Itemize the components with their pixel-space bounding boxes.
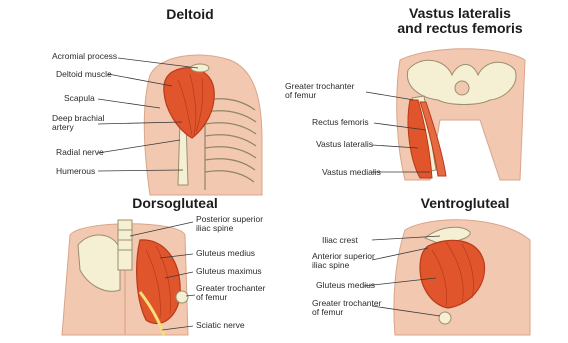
label-greater-trochanter-femur-1: Greater trochanter of femur <box>285 82 354 100</box>
label-scapula: Scapula <box>64 94 95 103</box>
label-vastus-lateralis: Vastus lateralis <box>316 140 373 149</box>
label-gluteus-medius-1: Gluteus medius <box>196 249 255 258</box>
deltoid-title: Deltoid <box>140 6 240 22</box>
label-deltoid-muscle: Deltoid muscle <box>56 70 112 79</box>
acromial-process <box>191 64 209 72</box>
deltoid-figure <box>98 55 262 195</box>
dorsogluteal-figure <box>62 220 195 335</box>
label-gluteus-medius-2: Gluteus medius <box>316 281 375 290</box>
label-vastus-medialis: Vastus medialis <box>322 168 381 177</box>
label-radial-nerve: Radial nerve <box>56 148 104 157</box>
label-humerous: Humerous <box>56 167 95 176</box>
label-iliac-crest: Iliac crest <box>322 236 358 245</box>
label-anterior-superior-iliac-spine: Anterior superior iliac spine <box>312 252 375 270</box>
label-greater-trochanter-femur-2: Greater trochanter of femur <box>196 284 265 302</box>
label-deep-brachial-artery: Deep brachial artery <box>52 114 104 132</box>
label-greater-trochanter-femur-3: Greater trochanter of femur <box>312 299 381 317</box>
vastus-figure <box>366 49 525 180</box>
label-posterior-superior-iliac-spine: Posterior superior iliac spine <box>196 215 263 233</box>
ventrogluteal-figure <box>364 220 530 335</box>
ventrogluteal-title: Ventrogluteal <box>395 195 535 211</box>
vastus-title: Vastus lateralis and rectus femoris <box>360 6 560 36</box>
label-sciatic-nerve: Sciatic nerve <box>196 321 245 330</box>
label-gluteus-maximus: Gluteus maximus <box>196 267 262 276</box>
label-acromial-process: Acromial process <box>52 52 117 61</box>
label-rectus-femoris: Rectus femoris <box>312 118 369 127</box>
dorsogluteal-title: Dorsogluteal <box>110 195 240 211</box>
